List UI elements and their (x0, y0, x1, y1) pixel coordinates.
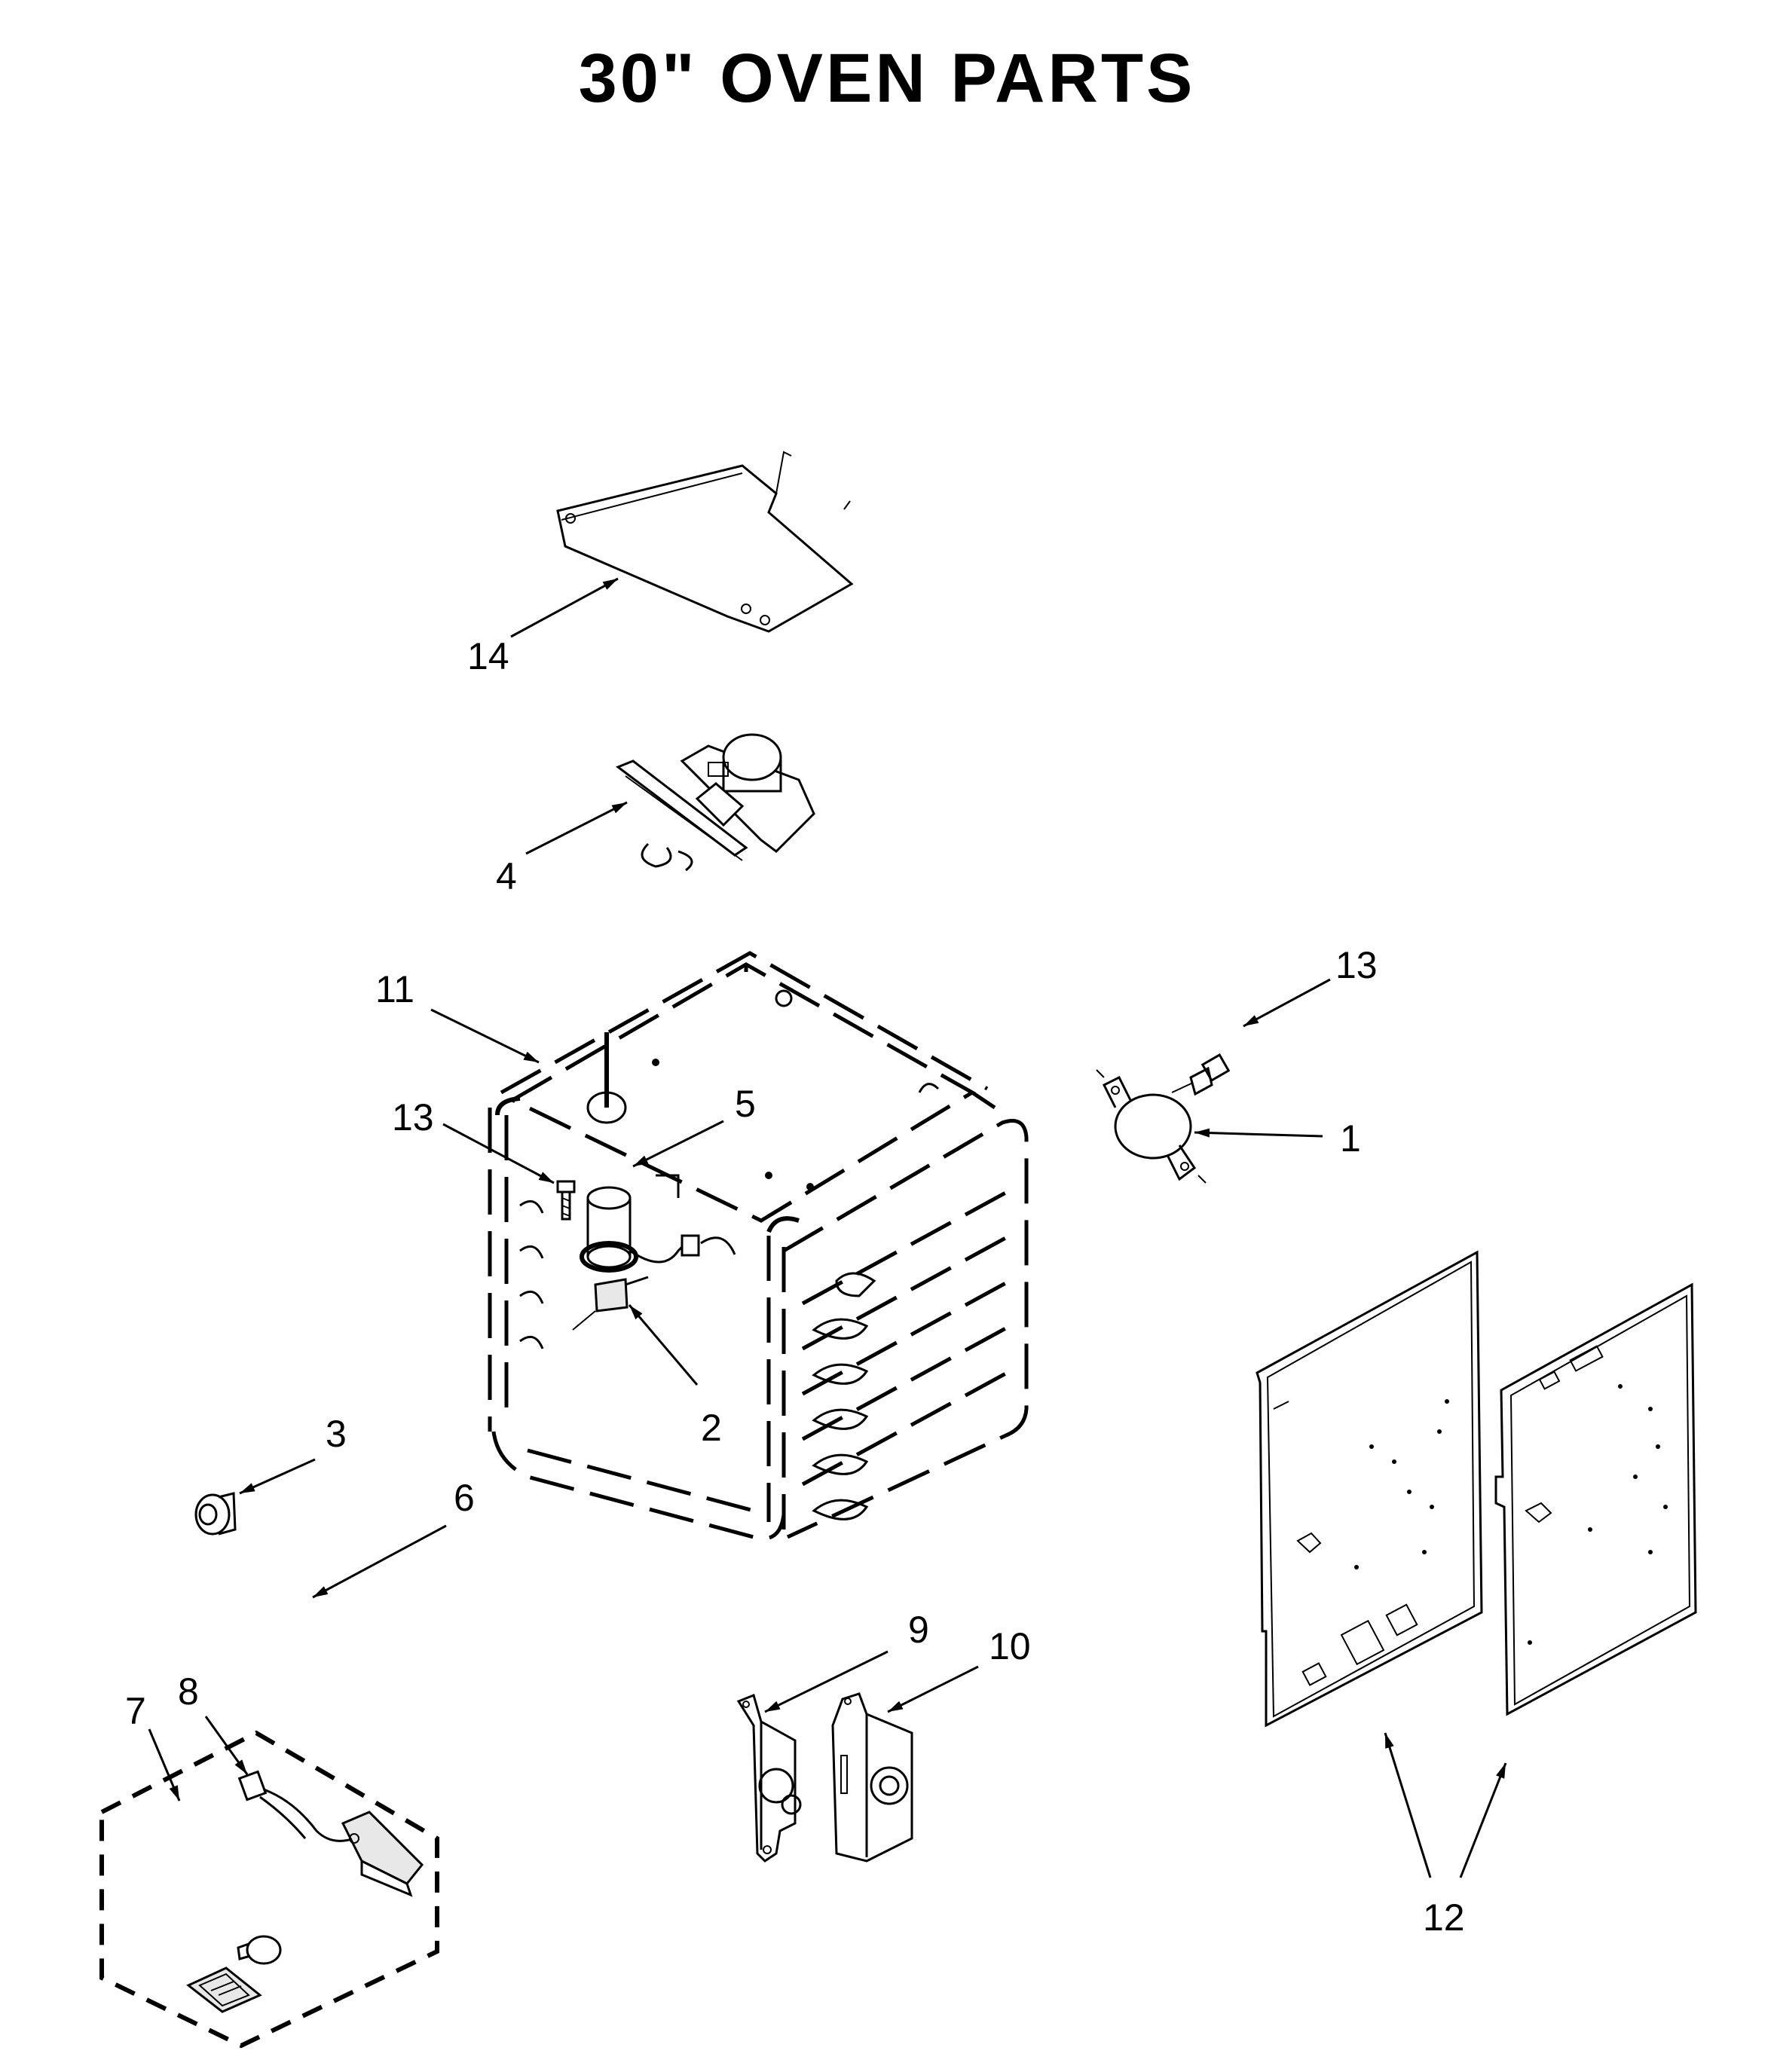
leader-13a (442, 1123, 555, 1184)
callout-labels: 14 4 11 13 5 2 13 1 3 6 7 8 9 10 12 (125, 635, 1465, 1939)
callout-12: 12 (1423, 1896, 1465, 1939)
part-12-side-panels[interactable] (1256, 1250, 1697, 1728)
part-11-oven-cavity[interactable] (488, 951, 1029, 1541)
part-13-screw-left[interactable] (556, 1180, 576, 1221)
leader-lines (148, 577, 1507, 1878)
leader-5 (632, 1120, 724, 1168)
part-2-connector[interactable] (572, 1276, 649, 1331)
callout-10: 10 (989, 1625, 1031, 1667)
callout-5: 5 (735, 1083, 756, 1125)
leader-2 (628, 1304, 699, 1386)
part-8-bulb[interactable] (237, 1935, 282, 1965)
leader-4 (525, 801, 628, 855)
callout-13: 13 (1335, 944, 1378, 986)
part-7-lens[interactable] (186, 1967, 262, 2013)
leader-1 (1194, 1128, 1323, 1138)
callout-3: 3 (326, 1413, 347, 1455)
leader-7 (148, 1728, 181, 1802)
leader-13b (1243, 978, 1331, 1028)
callout-6: 6 (454, 1477, 475, 1519)
callout-14: 14 (467, 635, 509, 677)
part-9-hinge[interactable] (736, 1693, 802, 1863)
part-14-shield[interactable] (556, 451, 854, 633)
callout-7: 7 (125, 1690, 146, 1732)
diagram-title: 30" OVEN PARTS (578, 40, 1196, 117)
part-13-screw-right[interactable] (1171, 1053, 1231, 1096)
callout-8: 8 (178, 1670, 199, 1713)
leader-12a (1384, 1732, 1432, 1878)
leader-6 (312, 1524, 447, 1599)
part-4-latch-assembly[interactable] (615, 733, 815, 872)
leader-10 (887, 1665, 979, 1713)
leader-3 (239, 1458, 316, 1495)
callout-1: 1 (1340, 1117, 1361, 1160)
callout-11: 11 (375, 968, 414, 1010)
callout-4: 4 (496, 855, 517, 897)
leader-8 (204, 1716, 249, 1775)
part-5-light-socket[interactable] (580, 1174, 736, 1273)
leader-14 (510, 577, 619, 638)
callout-2: 2 (701, 1407, 722, 1449)
leader-9 (764, 1650, 889, 1713)
part-10-hinge-receiver[interactable] (831, 1692, 913, 1863)
leader-12b (1459, 1762, 1507, 1878)
leader-11 (430, 1008, 540, 1064)
part-6-light-kit[interactable] (99, 1730, 439, 2049)
callout-9: 9 (908, 1609, 929, 1651)
part-3-knob[interactable] (194, 1492, 237, 1536)
part-1-thermal-switch[interactable] (1096, 1069, 1207, 1184)
callout-13: 13 (392, 1096, 434, 1138)
